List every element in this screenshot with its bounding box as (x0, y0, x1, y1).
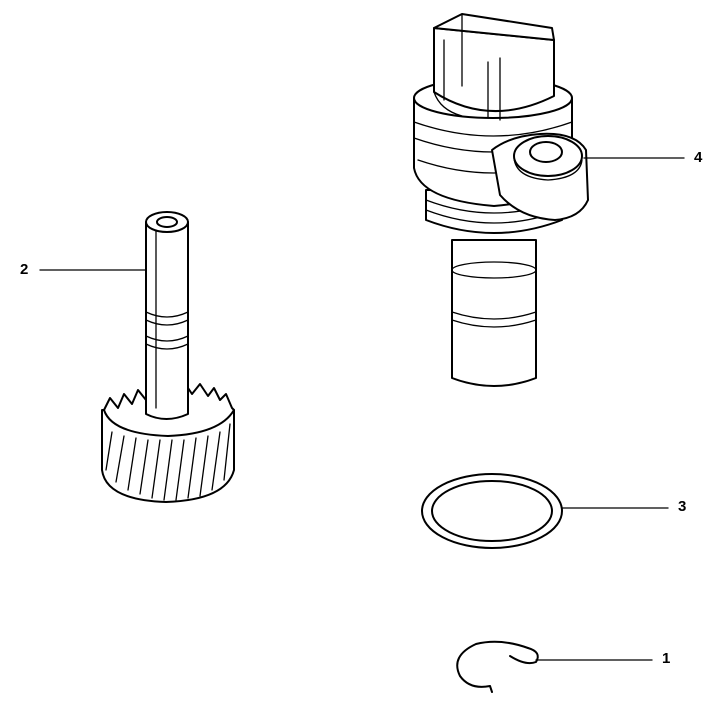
retaining-clip (456, 640, 539, 693)
callout-1-label: 1 (662, 650, 671, 667)
driven-gear-shaft (101, 211, 235, 503)
callout-2-label: 2 (20, 261, 29, 278)
speed-sensor-housing (413, 13, 589, 387)
o-ring (421, 473, 563, 549)
callout-3-label: 3 (678, 498, 687, 515)
callout-4-label: 4 (694, 149, 703, 166)
